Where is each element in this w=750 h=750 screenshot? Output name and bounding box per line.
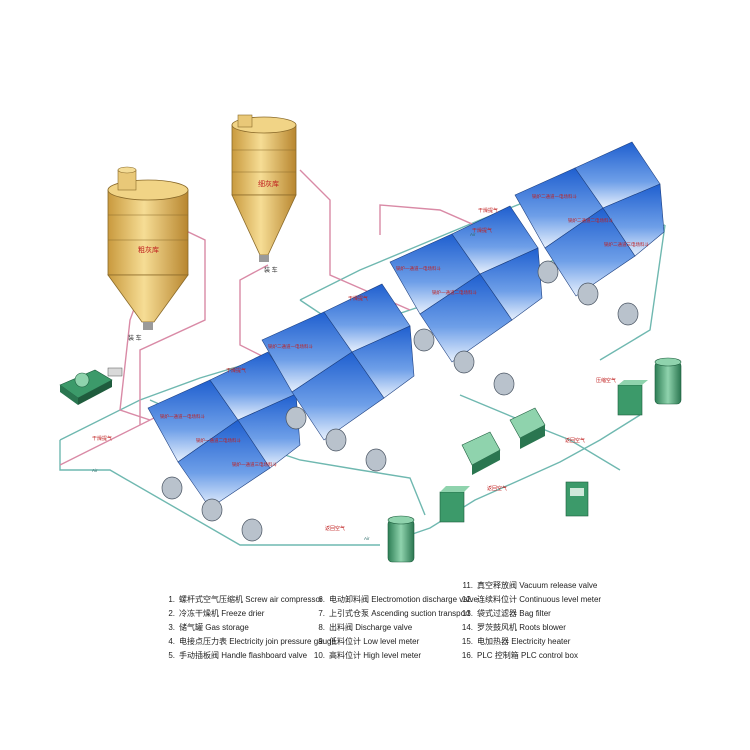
hopper-group-2	[261, 283, 415, 441]
electricity-heater-box	[439, 486, 470, 523]
hopper-label-2-1: 锅炉二通道一电场料斗	[268, 343, 313, 350]
ash-pipe-3	[299, 169, 411, 311]
pipe-label-dry-air-2: 干燥提气	[226, 367, 246, 374]
pipe-label-dry-air-1: 干燥提气	[92, 435, 112, 442]
freeze-drier	[617, 380, 648, 416]
ash-pipe-1	[139, 227, 206, 425]
air-pipe-branch-e	[599, 224, 666, 361]
pipe-label-air-2: Air	[470, 232, 476, 237]
silo-coarse-unloading-label: 装 车	[128, 334, 142, 342]
silo-fine-ash: 细灰库 装 车	[231, 114, 297, 274]
hopper-label-3-1: 锅炉一通道一电场料斗	[396, 265, 441, 272]
pipe-label-air-1: Air	[92, 468, 98, 473]
hopper-group-3	[389, 205, 543, 363]
pipe-label-return-air-1: 返回空气	[325, 525, 345, 532]
pipe-label-dry-air-5: 干燥提气	[478, 207, 498, 214]
pipe-label-return-air-2: 返回空气	[487, 485, 507, 492]
silo-fine-unloading-label: 装 车	[264, 266, 278, 274]
hopper-label-3-2: 锅炉一通道二电场料斗	[432, 289, 477, 296]
hopper-label-1-3: 锅炉一通道三电场料斗	[232, 461, 277, 468]
hopper-label-4-1: 锅炉二通道一电场料斗	[532, 193, 577, 200]
bag-filter	[509, 407, 546, 449]
gas-storage-tank-left	[387, 515, 415, 563]
plc-control-box	[565, 481, 589, 517]
hopper-group-1	[147, 351, 301, 509]
roots-blower	[461, 431, 501, 475]
transport-pumps	[161, 260, 639, 542]
hopper-label-1-2: 锅炉一通道二电场料斗	[196, 437, 241, 444]
silo-coarse-label: 粗灰库	[138, 245, 159, 254]
gas-storage-tank-right	[654, 357, 682, 405]
air-pipe-main	[394, 414, 641, 541]
silo-fine-label: 细灰库	[258, 179, 279, 188]
pipe-label-dry-air-3: 干燥提气	[348, 295, 368, 302]
pipe-label-return-air-3: 返回空气	[565, 437, 585, 444]
pipe-label-air-3: Air	[364, 536, 370, 541]
hopper-label-1-1: 锅炉一通道一电场料斗	[160, 413, 205, 420]
pipe-label-dry-air-4: 干燥提气	[472, 227, 492, 234]
screw-air-compressor	[59, 367, 123, 405]
hopper-label-4-3: 锅炉二通道三电场料斗	[604, 241, 649, 248]
air-pipe-branch-a	[59, 440, 380, 546]
hopper-group-4	[514, 141, 665, 297]
silo-coarse-ash: 粗灰库 装 车	[107, 166, 189, 342]
pipe-label-compressed-air: 压缩空气	[596, 377, 616, 384]
hopper-label-4-2: 锅炉二通道二电场料斗	[568, 217, 613, 224]
